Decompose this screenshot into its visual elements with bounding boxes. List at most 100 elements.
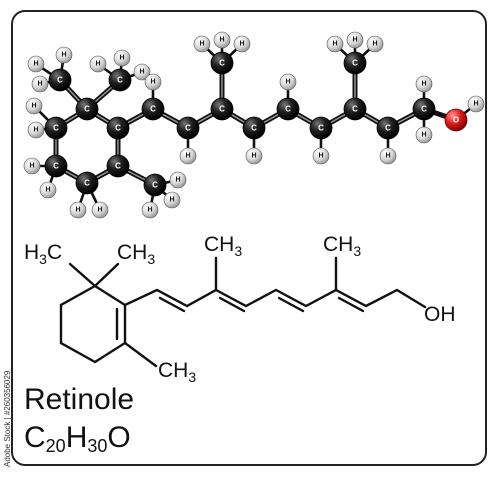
svg-text:H: H <box>31 103 36 110</box>
hydrogen-atom: H <box>55 46 73 64</box>
hydrogen-atom: H <box>113 49 131 67</box>
svg-text:H: H <box>75 207 80 214</box>
hydrogen-atom: H <box>312 147 330 165</box>
svg-text:C: C <box>84 179 90 188</box>
carbon-atom: C <box>276 97 300 121</box>
svg-text:H: H <box>318 153 323 160</box>
carbon-atom: C <box>343 97 367 121</box>
carbon-atom: C <box>44 154 68 178</box>
svg-text:H: H <box>473 101 478 108</box>
molecular-formula: C20H30O <box>24 421 131 457</box>
hydrogen-atom: H <box>31 75 49 93</box>
carbon-atom: C <box>210 97 234 121</box>
hydrogen-atom: H <box>366 35 384 53</box>
svg-text:C: C <box>219 59 225 68</box>
svg-text:C: C <box>251 124 257 133</box>
carbon-atom: C <box>242 116 266 140</box>
svg-text:H: H <box>175 177 180 184</box>
carbon-atom: C <box>141 97 165 121</box>
chain-double-4 <box>337 296 365 313</box>
hydrogen-atom: H <box>326 35 344 53</box>
hydrogen-atom: H <box>415 126 433 144</box>
ch3-ring-label: CH3 <box>117 241 155 267</box>
chain-double-1 <box>158 296 186 313</box>
svg-text:C: C <box>285 105 291 114</box>
svg-text:C: C <box>53 124 59 133</box>
hydrogen-atom: H <box>141 201 159 219</box>
formula-part: H <box>65 421 88 454</box>
ch3-chain-2-label: CH3 <box>323 233 361 259</box>
ch3-bottom-label: CH3 <box>158 359 196 385</box>
hydrogen-atom: H <box>69 201 87 219</box>
methyl-bond-left <box>68 262 97 288</box>
svg-text:C: C <box>185 124 191 133</box>
carbon-atom: C <box>108 68 132 92</box>
svg-text:C: C <box>115 124 121 133</box>
carbon-atom: C <box>309 116 333 140</box>
svg-text:H: H <box>61 52 66 59</box>
svg-text:H: H <box>285 79 290 86</box>
svg-text:H: H <box>219 37 224 44</box>
ch3-chain-1-label: CH3 <box>204 233 242 259</box>
svg-text:H: H <box>150 79 155 86</box>
svg-text:H: H <box>385 153 390 160</box>
hydrogen-atom: H <box>193 35 211 53</box>
hydrogen-atom: H <box>25 97 43 115</box>
svg-text:H: H <box>239 41 244 48</box>
carbon-atom: C <box>343 51 367 75</box>
carbon-atom: C <box>44 116 68 140</box>
svg-text:H: H <box>421 132 426 139</box>
molecule-name: Retinole <box>24 383 135 416</box>
hydrogen-atom: H <box>27 55 45 73</box>
svg-text:H: H <box>372 41 377 48</box>
hydrogen-atom: H <box>179 147 197 165</box>
carbon-atom: C <box>48 68 72 92</box>
svg-text:H: H <box>185 153 190 160</box>
carbon-atom: C <box>75 171 99 195</box>
svg-text:C: C <box>53 162 59 171</box>
hydrogen-atom: H <box>169 171 187 189</box>
stock-credit: Adobe Stock | #260356029 <box>3 370 12 467</box>
hydrogen-atom: H <box>346 31 364 49</box>
carbon-atom: C <box>75 97 99 121</box>
svg-text:H: H <box>37 81 42 88</box>
svg-text:C: C <box>57 76 63 85</box>
h3c-label: H3C <box>24 241 62 267</box>
hydrogen-atom: H <box>39 181 57 199</box>
chain-double-2 <box>218 296 246 313</box>
svg-text:H: H <box>33 61 38 68</box>
hydrogen-atom: H <box>163 191 181 209</box>
svg-text:H: H <box>97 207 102 214</box>
svg-text:H: H <box>33 127 38 134</box>
svg-text:C: C <box>84 105 90 114</box>
svg-text:H: H <box>332 41 337 48</box>
svg-text:C: C <box>385 124 391 133</box>
hydrogen-atom: H <box>279 73 297 91</box>
svg-text:C: C <box>352 59 358 68</box>
hydrogen-atom: H <box>415 75 433 93</box>
hydrogen-atom: H <box>27 121 45 139</box>
skeletal-formula: H3C CH3 CH3 CH3 CH3 OH <box>24 233 456 385</box>
hydrogen-atom: H <box>379 147 397 165</box>
svg-text:O: O <box>453 116 459 125</box>
svg-text:H: H <box>352 37 357 44</box>
carbon-atom: C <box>210 51 234 75</box>
svg-text:C: C <box>318 124 324 133</box>
formula-part: 20 <box>45 436 66 456</box>
carbon-atom: C <box>106 154 130 178</box>
oh-label: OH <box>424 303 456 326</box>
methyl-bond-right <box>93 262 120 288</box>
hydrogen-atom: H <box>213 31 231 49</box>
svg-text:C: C <box>150 105 156 114</box>
carbon-atom: C <box>106 116 130 140</box>
svg-text:H: H <box>119 55 124 62</box>
methyl-bond-bottom <box>123 341 158 368</box>
oxygen-atom: O <box>444 108 468 132</box>
svg-text:H: H <box>199 41 204 48</box>
svg-text:H: H <box>45 187 50 194</box>
svg-text:C: C <box>219 105 225 114</box>
diagram-frame <box>11 10 487 466</box>
carbon-atom: C <box>143 173 167 197</box>
